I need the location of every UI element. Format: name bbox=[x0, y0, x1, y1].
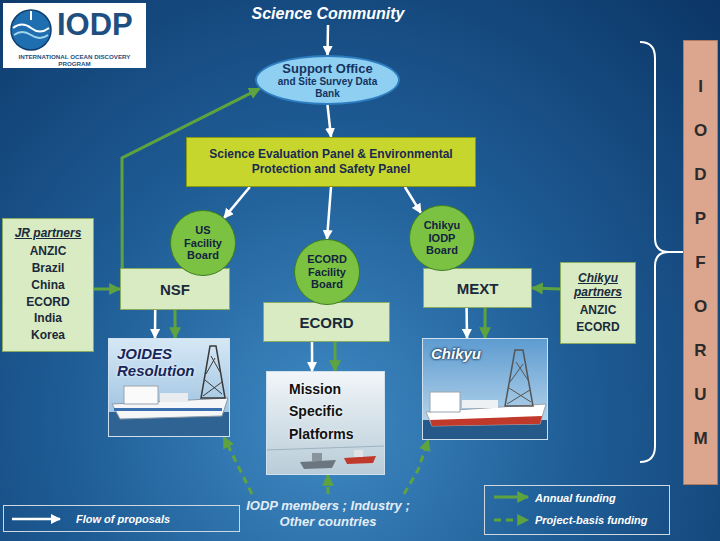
flow-arrow bbox=[326, 25, 329, 55]
platform-photo-box: Mission Specific Platforms bbox=[266, 371, 385, 475]
logo-box: IODP INTERNATIONAL OCEAN DISCOVERY PROGRA… bbox=[3, 3, 146, 68]
flow-arrow bbox=[532, 288, 560, 289]
flow-arrow bbox=[404, 440, 428, 494]
node-body: ANZIC Brazil China ECORD India Korea bbox=[26, 243, 69, 344]
node-content: US Facility Board bbox=[179, 224, 227, 262]
chikyu-photo bbox=[422, 338, 548, 440]
panel-box: Science Evaluation Panel & Environmental… bbox=[186, 137, 476, 187]
node-title: US Facility Board bbox=[179, 224, 227, 262]
legend-text: Flow of proposals bbox=[76, 513, 170, 525]
node-title: JR partners bbox=[15, 226, 82, 240]
node-content: Chikyu partnersANZIC ECORD bbox=[565, 271, 631, 336]
legend-entry: Flow of proposals bbox=[76, 511, 170, 527]
flow-arrow bbox=[311, 342, 314, 371]
node-content: Mission Specific Platforms bbox=[275, 378, 376, 445]
node-title: JOIDES Resolution bbox=[117, 345, 205, 379]
node-content: MEXT bbox=[430, 280, 525, 297]
legend-box: Annual fundingProject-basis funding bbox=[484, 485, 670, 535]
flow-arrow bbox=[174, 310, 177, 338]
flow-arrow bbox=[94, 288, 120, 291]
node-body: ANZIC ECORD bbox=[576, 302, 619, 336]
legend-text: Project-basis funding bbox=[535, 514, 647, 526]
node-content: Chikyu bbox=[431, 345, 539, 362]
legend-text: Annual funding bbox=[535, 492, 616, 504]
logo-subtitle: INTERNATIONAL OCEAN DISCOVERY PROGRAM bbox=[7, 53, 142, 67]
flow-arrow bbox=[334, 342, 337, 371]
platform-photo-box: Chikyu bbox=[422, 338, 548, 440]
node-content: Science Evaluation Panel & Environmental… bbox=[195, 147, 467, 177]
node-title: Science Evaluation Panel & Environmental… bbox=[195, 147, 467, 177]
flow-arrow bbox=[405, 187, 421, 213]
partner-box: Chikyu partnersANZIC ECORD bbox=[560, 262, 636, 344]
flow-arrow bbox=[327, 187, 331, 239]
node-content: Support Officeand Site Survey Data Bank bbox=[271, 61, 384, 99]
flow-arrow bbox=[328, 105, 332, 137]
node-content: IODP members ; Industry ; Other countrie… bbox=[233, 498, 423, 529]
node-title: Chikyu bbox=[431, 345, 481, 362]
agency-box: NSF bbox=[120, 268, 230, 310]
node-body: and Site Survey Data Bank bbox=[273, 76, 383, 99]
node-content: JR partnersANZIC Brazil China ECORD Indi… bbox=[7, 226, 89, 344]
node-title: IODP FORUM bbox=[692, 65, 709, 461]
legend-entry: Project-basis funding bbox=[535, 512, 647, 528]
node-title: Science Community bbox=[252, 5, 405, 23]
node-title: Chikyu partners bbox=[565, 271, 631, 299]
node-content: Science Community bbox=[248, 5, 408, 23]
node-title: IODP members ; Industry ; Other countrie… bbox=[233, 498, 423, 529]
board-circle: ECORD Facility Board bbox=[294, 239, 360, 305]
forum-bar: IODP FORUM bbox=[683, 40, 718, 485]
node-content: NSF bbox=[127, 281, 223, 298]
funder-label: IODP members ; Industry ; Other countrie… bbox=[233, 494, 423, 534]
flow-arrow bbox=[326, 475, 329, 494]
flow-arrow bbox=[484, 308, 487, 338]
board-circle: US Facility Board bbox=[170, 210, 236, 276]
legend-box: Flow of proposals bbox=[3, 505, 240, 532]
flow-arrow bbox=[465, 308, 468, 338]
agency-box: ECORD bbox=[263, 302, 390, 342]
flow-arrow bbox=[224, 187, 250, 218]
node-title: Support Office bbox=[282, 61, 372, 76]
platform-photo-box: JOIDES Resolution bbox=[108, 338, 230, 437]
flow-arrow bbox=[224, 437, 252, 494]
node-content: ECORD bbox=[270, 314, 383, 331]
node-title: Chikyu IODP Board bbox=[418, 219, 466, 257]
node-title: Mission Specific Platforms bbox=[275, 378, 376, 445]
logo-globe bbox=[9, 8, 53, 52]
node-content: ECORD Facility Board bbox=[303, 253, 351, 291]
source-label: Science Community bbox=[248, 3, 408, 25]
partner-box: JR partnersANZIC Brazil China ECORD Indi… bbox=[2, 218, 94, 352]
logo-wordmark: IODP bbox=[57, 8, 133, 42]
node-title: NSF bbox=[160, 281, 190, 298]
node-title: ECORD bbox=[299, 314, 353, 331]
node-title: MEXT bbox=[457, 280, 499, 297]
agency-box: MEXT bbox=[423, 268, 532, 308]
flow-arrow bbox=[154, 310, 157, 338]
node-content: IODP FORUM bbox=[684, 65, 717, 461]
forum-bracket bbox=[640, 42, 683, 462]
joides-resolution-photo bbox=[108, 338, 230, 437]
office-ellipse: Support Officeand Site Survey Data Bank bbox=[255, 55, 400, 105]
node-content: Chikyu IODP Board bbox=[418, 219, 466, 257]
mission-specific-platforms-photo bbox=[266, 371, 385, 475]
board-circle: Chikyu IODP Board bbox=[409, 205, 475, 271]
legend-entry: Annual funding bbox=[535, 490, 616, 506]
node-content: JOIDES Resolution bbox=[117, 345, 221, 379]
node-title: ECORD Facility Board bbox=[303, 253, 351, 291]
